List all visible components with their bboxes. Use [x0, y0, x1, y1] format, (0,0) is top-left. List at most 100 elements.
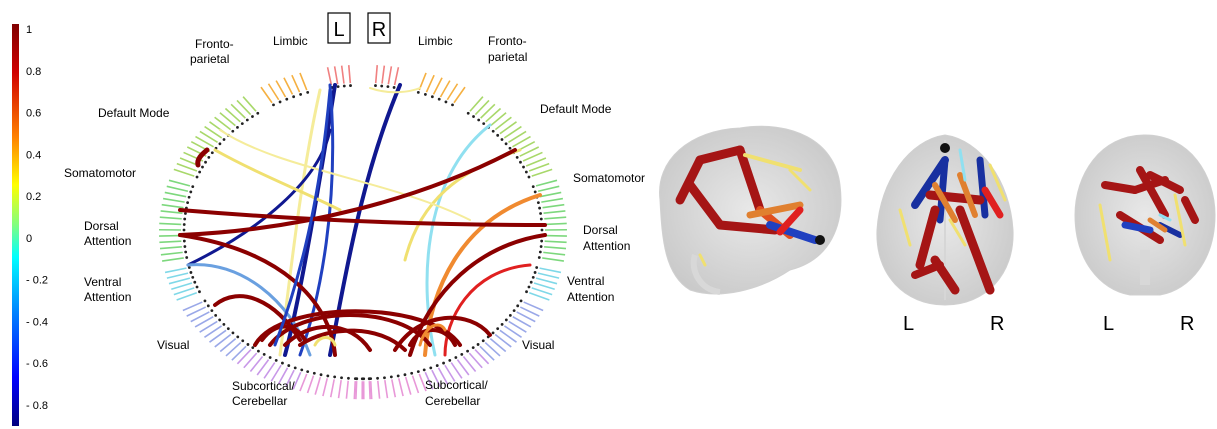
node-spoke	[468, 352, 483, 369]
node-spoke	[424, 371, 434, 390]
connection-tube	[936, 156, 949, 224]
connection-tube	[1147, 217, 1168, 233]
right-hemisphere-label: R	[372, 19, 386, 41]
node-dot	[231, 331, 235, 335]
node-spoke	[503, 125, 522, 139]
node-dot	[299, 93, 303, 96]
node-spoke	[242, 96, 257, 112]
node-dot	[466, 111, 470, 115]
connection-tube	[957, 172, 978, 218]
node-dot	[369, 377, 373, 381]
node-spoke	[173, 287, 195, 296]
node-dot	[246, 343, 250, 346]
node-spoke	[270, 364, 282, 382]
node-dot	[189, 271, 193, 274]
node-dot	[183, 217, 187, 221]
node-dot	[218, 318, 222, 322]
node-dot	[281, 361, 284, 365]
node-dot	[522, 165, 525, 169]
node-spoke	[159, 246, 182, 250]
connection-line	[393, 315, 492, 352]
label-right-dorsal-2: Attention	[583, 239, 630, 253]
node-dot	[389, 375, 393, 379]
connection-tube	[788, 168, 812, 192]
node-dot	[362, 377, 366, 381]
label-right-ventral-2: Attention	[567, 290, 614, 304]
node-dot	[262, 352, 266, 356]
axial-right-label: R	[990, 313, 1004, 335]
node-dot	[300, 368, 304, 372]
node-dot	[195, 285, 199, 289]
node-spoke	[160, 251, 183, 256]
connection-tube	[743, 153, 802, 172]
node-dot	[466, 349, 469, 353]
node-dot	[186, 201, 190, 205]
connection-line	[443, 263, 532, 357]
brain-sagittal-view	[659, 125, 842, 295]
node-spoke	[531, 287, 553, 296]
node-spoke	[285, 369, 295, 388]
connection-line	[369, 87, 421, 94]
node-dot	[187, 195, 191, 199]
node-dot	[204, 160, 207, 164]
node-dot	[189, 190, 193, 194]
node-spoke	[306, 375, 315, 394]
node-spoke	[387, 66, 393, 85]
node-dot	[500, 322, 504, 326]
node-spoke	[159, 240, 182, 244]
node-dot	[529, 280, 533, 284]
node-spoke	[204, 325, 223, 338]
node-spoke	[381, 65, 386, 84]
node-dot	[184, 212, 187, 215]
connection-lines	[178, 83, 547, 357]
connection-line	[268, 313, 432, 347]
node-spoke	[474, 99, 490, 116]
node-spoke	[230, 103, 246, 119]
connection-tube	[735, 145, 765, 215]
node-spoke	[544, 246, 567, 250]
left-hemisphere-box	[327, 12, 351, 44]
node-dot	[460, 352, 464, 356]
node-spoke	[256, 359, 270, 376]
node-spoke	[535, 179, 558, 187]
label-right-somato: Somatomotor	[573, 171, 645, 185]
node-dot	[454, 356, 458, 359]
node-dot	[416, 91, 420, 94]
node-spoke	[377, 380, 381, 399]
node-spoke	[368, 381, 371, 400]
node-dot	[374, 84, 377, 87]
label-left-ventral-1: Ventral	[84, 275, 121, 289]
node-spoke	[531, 168, 553, 177]
node-spoke	[393, 67, 400, 86]
node-dot	[533, 190, 537, 194]
node-spoke	[474, 349, 490, 365]
node-dot	[496, 327, 500, 331]
node-spoke	[439, 80, 451, 98]
node-dot	[524, 170, 528, 174]
node-dot	[191, 185, 195, 189]
node-spoke	[425, 74, 435, 93]
label-left-subcort-1: Subcortical/	[232, 379, 295, 393]
node-spoke	[219, 338, 237, 353]
colorbar-tick-label: - 0.2	[26, 275, 48, 287]
label-right-fronto-1: Fronto-	[488, 34, 527, 48]
node-dot	[525, 290, 528, 294]
node-spoke	[166, 185, 189, 193]
colorbar-tick-label: 0	[26, 233, 32, 245]
node-spoke	[432, 77, 443, 95]
node-spoke	[168, 179, 191, 187]
node-dot	[293, 366, 297, 370]
node-dot	[191, 275, 195, 279]
node-spoke	[161, 257, 184, 262]
colorbar-tick-label: 1	[26, 24, 32, 36]
node-spoke	[512, 316, 532, 328]
node-dot	[251, 115, 254, 118]
label-left-visual: Visual	[157, 338, 189, 352]
node-spoke	[537, 272, 560, 279]
label-right-dorsal-1: Dorsal	[583, 223, 618, 237]
node-dot	[508, 146, 512, 150]
node-dot	[403, 373, 407, 377]
node-dot	[516, 304, 520, 308]
node-dot	[206, 304, 210, 308]
connection-tube	[948, 218, 967, 247]
